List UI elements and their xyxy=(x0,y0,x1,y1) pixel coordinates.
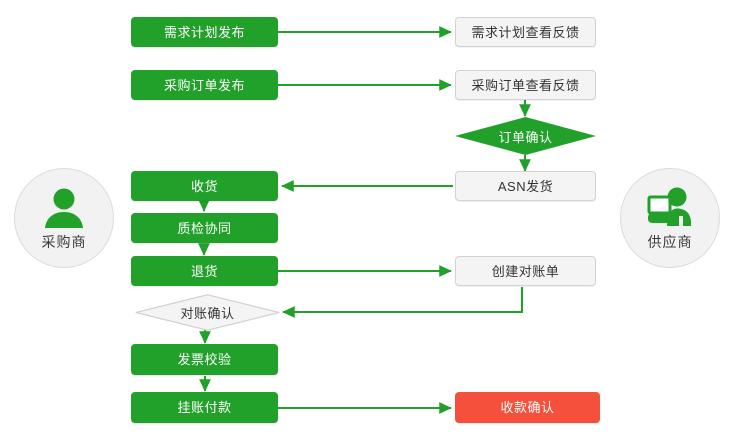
node-label: 对账确认 xyxy=(180,306,235,321)
node-order-confirm[interactable]: 订单确认 xyxy=(455,117,596,155)
diamond-shape xyxy=(455,117,596,155)
node-label: 采购订单查看反馈 xyxy=(471,77,580,93)
node-label: 需求计划查看反馈 xyxy=(471,24,580,40)
edge-statement-to-confirm xyxy=(282,287,524,318)
diamond-shape xyxy=(135,294,280,331)
actor-buyer[interactable]: 采购商 xyxy=(14,168,114,268)
person-at-computer-icon xyxy=(647,185,693,229)
node-demand-plan-publish[interactable]: 需求计划发布 xyxy=(131,17,278,47)
node-receive-goods[interactable]: 收货 xyxy=(131,171,278,201)
node-label: 挂账付款 xyxy=(177,400,232,415)
node-invoice-verify[interactable]: 发票校验 xyxy=(131,344,278,375)
node-label: 收款确认 xyxy=(500,400,555,415)
node-receipt-confirm[interactable]: 收款确认 xyxy=(455,392,600,423)
node-label: 订单确认 xyxy=(498,129,553,145)
node-payment-posting[interactable]: 挂账付款 xyxy=(131,392,278,423)
node-label: 收货 xyxy=(190,178,218,194)
node-quality-check[interactable]: 质检协同 xyxy=(131,213,278,243)
node-label: 质检协同 xyxy=(177,220,232,236)
node-demand-plan-feedback[interactable]: 需求计划查看反馈 xyxy=(455,17,596,47)
node-label: 采购订单发布 xyxy=(163,77,245,93)
person-icon xyxy=(41,185,87,229)
node-asn-shipment[interactable]: ASN发货 xyxy=(455,171,596,201)
node-label: 发票校验 xyxy=(177,352,232,367)
node-return-goods[interactable]: 退货 xyxy=(131,256,278,286)
node-purchase-order-publish[interactable]: 采购订单发布 xyxy=(131,70,278,100)
node-label: 需求计划发布 xyxy=(163,24,245,40)
node-create-statement[interactable]: 创建对账单 xyxy=(455,256,596,286)
node-purchase-order-feedback[interactable]: 采购订单查看反馈 xyxy=(455,70,596,100)
node-label: ASN发货 xyxy=(497,178,554,194)
actor-supplier-label: 供应商 xyxy=(647,233,693,250)
node-label: 退货 xyxy=(190,263,218,279)
actor-buyer-label: 采购商 xyxy=(41,233,87,250)
actor-supplier[interactable]: 供应商 xyxy=(620,168,720,268)
node-label: 创建对账单 xyxy=(491,263,560,279)
node-statement-confirm[interactable]: 对账确认 xyxy=(135,294,280,331)
